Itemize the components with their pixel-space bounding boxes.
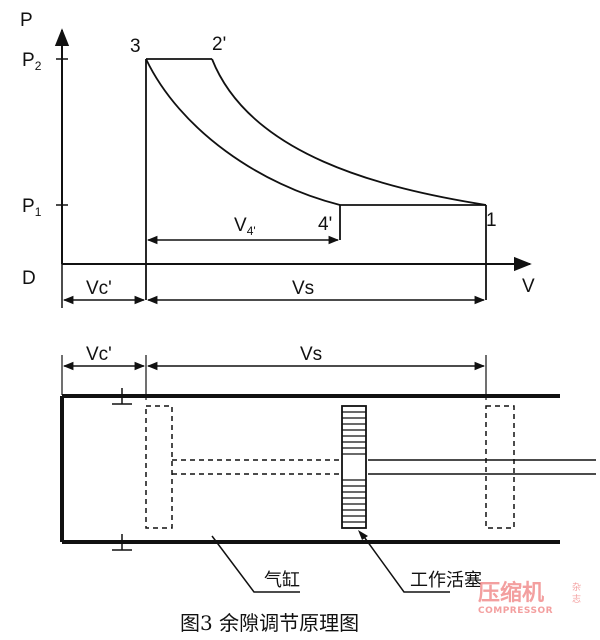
p1-label: P1 — [22, 196, 42, 219]
pv-diagram — [54, 28, 532, 308]
vc-top-label: Vc' — [86, 278, 112, 299]
cylinder-leader-line — [211, 535, 300, 593]
vs-bottom-label: Vs — [300, 344, 322, 365]
p2-label: P2 — [22, 50, 42, 73]
v4-label: V4' — [234, 215, 256, 238]
pv-labels: P P2 P1 D V 3 2' 4' 1 V4' Vc' Vs — [20, 10, 535, 299]
cylinder-label: 气缸 — [264, 569, 300, 591]
point-2p-label: 2' — [212, 34, 226, 55]
logo-mag-2: 志 — [572, 593, 581, 605]
cylinder-diagram — [60, 355, 596, 593]
bottom-valve-symbol — [112, 534, 132, 551]
vs-top-label: Vs — [292, 278, 314, 299]
origin-label: D — [22, 268, 36, 289]
point-3-label: 3 — [130, 36, 141, 57]
piston-leader-arrowhead — [358, 530, 368, 540]
logo-main-text: 压缩机 — [478, 580, 544, 606]
piston-ridges — [342, 411, 366, 523]
logo-sub-text: COMPRESSOR — [478, 606, 553, 616]
point-1-label: 1 — [486, 210, 497, 231]
cylinder-labels: Vc' Vs 气缸 工作活塞 — [86, 344, 482, 591]
point-4p-label: 4' — [318, 214, 332, 235]
working-piston — [341, 405, 367, 529]
logo-mag-1: 杂 — [572, 582, 581, 593]
piston-label: 工作活塞 — [410, 570, 482, 591]
top-valve-symbol — [112, 388, 132, 405]
vc-bottom-label: Vc' — [86, 344, 112, 365]
figure-caption: 图3 余隙调节原理图 — [180, 611, 359, 635]
compression-curve — [211, 58, 487, 206]
piston-leader-line — [361, 533, 450, 593]
clearance-piston-dashed-left — [145, 405, 173, 529]
piston-dashed-right — [485, 405, 515, 529]
compressor-magazine-logo: 压缩机 COMPRESSOR 杂 志 — [478, 580, 581, 616]
axis-p-label: P — [20, 10, 33, 31]
axis-v-label: V — [522, 276, 535, 297]
expansion-curve — [145, 58, 341, 206]
